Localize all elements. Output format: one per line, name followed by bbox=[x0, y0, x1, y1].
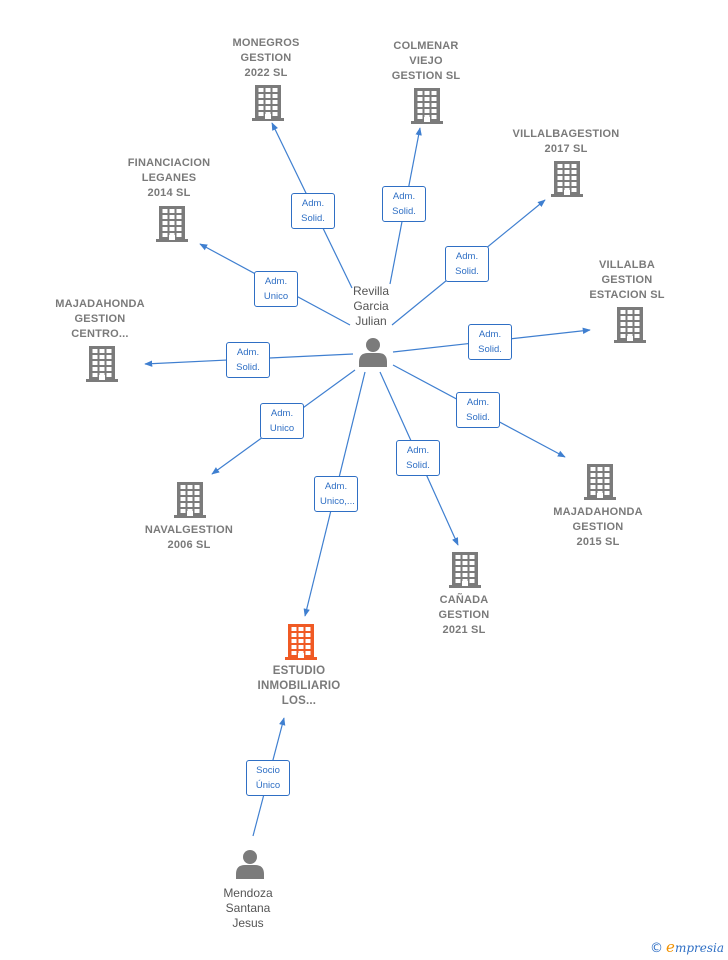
building-icon[interactable] bbox=[613, 307, 647, 348]
company-label-line: LEGANES bbox=[141, 172, 197, 184]
company-label-line: CENTRO... bbox=[71, 328, 129, 340]
person-label-line: Revilla bbox=[352, 284, 389, 298]
company-label-line: GESTION bbox=[240, 52, 292, 64]
relation-label-line: Adm. bbox=[324, 481, 348, 492]
relation-label-line: Solid. bbox=[455, 266, 479, 277]
relation-label-line: Adm. bbox=[301, 198, 325, 209]
company-label-line: GESTION bbox=[74, 313, 126, 325]
person-label-line: Santana bbox=[225, 901, 271, 915]
relation-label-line: Adm. bbox=[270, 408, 294, 419]
relation-label-line: Único bbox=[255, 780, 281, 791]
relation-label[interactable]: Adm. Solid. bbox=[291, 193, 335, 229]
relation-label[interactable]: Adm. Solid. bbox=[396, 440, 440, 476]
relation-label[interactable]: Adm. Solid. bbox=[382, 186, 426, 222]
relation-label-line: Solid. bbox=[478, 344, 502, 355]
company-label-line: VILLALBAGESTION bbox=[512, 128, 620, 140]
company-label-line: VILLALBA bbox=[599, 259, 655, 271]
relation-label-line: Adm. bbox=[264, 276, 288, 287]
building-icon[interactable] bbox=[550, 161, 584, 202]
relation-label-line: Adm. bbox=[392, 191, 416, 202]
company-label-line: MONEGROS bbox=[232, 37, 300, 49]
company-label-line: VIEJO bbox=[409, 55, 443, 67]
relation-label-line: Adm. bbox=[406, 445, 430, 456]
person-label-line: Mendoza bbox=[223, 886, 273, 900]
company-label-villalbagestion[interactable]: VILLALBAGESTION 2017 SL bbox=[491, 127, 641, 157]
relation-label[interactable]: Adm. Unico,... bbox=[314, 476, 358, 512]
empresia-logo: ©empresia bbox=[650, 938, 724, 956]
brand-name: mpresia bbox=[674, 941, 724, 955]
company-label-line: INMOBILIARIO bbox=[257, 680, 341, 692]
building-icon[interactable] bbox=[85, 346, 119, 387]
company-label-line: 2015 SL bbox=[576, 536, 620, 548]
company-label-estudio[interactable]: ESTUDIO INMOBILIARIO LOS... bbox=[224, 664, 374, 709]
relation-label[interactable]: Adm. Solid. bbox=[456, 392, 500, 428]
company-label-line: MAJADAHONDA bbox=[55, 298, 145, 310]
company-label-majadahonda-2015[interactable]: MAJADAHONDA GESTION 2015 SL bbox=[523, 505, 673, 550]
relation-label[interactable]: Adm. Unico bbox=[254, 271, 298, 307]
copyright-symbol: © bbox=[650, 941, 664, 956]
company-label-line: 2014 SL bbox=[147, 187, 191, 199]
company-label-line: 2017 SL bbox=[544, 143, 588, 155]
person-icon[interactable] bbox=[235, 849, 265, 884]
company-label-line: 2021 SL bbox=[442, 624, 486, 636]
relation-label-line: Adm. bbox=[466, 397, 490, 408]
company-label-financiacion[interactable]: FINANCIACION LEGANES 2014 SL bbox=[94, 156, 244, 201]
company-label-line: GESTION SL bbox=[391, 70, 461, 82]
company-label-line: COLMENAR bbox=[393, 40, 459, 52]
person-label-line: Garcia bbox=[353, 299, 389, 313]
relation-label-line: Solid. bbox=[236, 362, 260, 373]
relation-label-line: Solid. bbox=[301, 213, 325, 224]
company-label-villalba-estacion[interactable]: VILLALBA GESTION ESTACION SL bbox=[552, 258, 702, 303]
company-label-line: 2006 SL bbox=[167, 539, 211, 551]
building-icon[interactable] bbox=[173, 482, 207, 523]
relation-label-line: Adm. bbox=[478, 329, 502, 340]
company-label-line: GESTION bbox=[601, 274, 653, 286]
building-icon[interactable] bbox=[448, 552, 482, 593]
company-label-line: FINANCIACION bbox=[127, 157, 211, 169]
company-label-line: ESTACION SL bbox=[589, 289, 665, 301]
relation-label[interactable]: Adm. Solid. bbox=[445, 246, 489, 282]
company-label-line: CAÑADA bbox=[439, 594, 489, 606]
company-label-line: NAVALGESTION bbox=[144, 524, 234, 536]
relation-label-line: Unico bbox=[269, 423, 295, 434]
person-icon[interactable] bbox=[358, 337, 388, 372]
company-label-line: ESTUDIO bbox=[272, 665, 326, 677]
company-label-line: GESTION bbox=[572, 521, 624, 533]
person-label-line: Jesus bbox=[232, 916, 264, 930]
company-label-colmenar[interactable]: COLMENAR VIEJO GESTION SL bbox=[351, 39, 501, 84]
relation-label-line: Unico bbox=[263, 291, 289, 302]
relation-label-line: Unico,... bbox=[320, 496, 355, 507]
person-label-line: Julian bbox=[355, 314, 387, 328]
company-label-canada[interactable]: CAÑADA GESTION 2021 SL bbox=[389, 593, 539, 638]
relation-label-line: Adm. bbox=[236, 347, 260, 358]
company-label-line: MAJADAHONDA bbox=[553, 506, 643, 518]
brand-initial: e bbox=[666, 938, 675, 956]
company-label-navalgestion[interactable]: NAVALGESTION 2006 SL bbox=[114, 523, 264, 553]
building-icon[interactable] bbox=[583, 464, 617, 505]
building-icon[interactable] bbox=[410, 88, 444, 129]
relation-label-line: Socio bbox=[256, 765, 280, 776]
building-icon[interactable] bbox=[284, 624, 318, 665]
relation-label[interactable]: Adm. Solid. bbox=[226, 342, 270, 378]
relation-label-line: Solid. bbox=[466, 412, 490, 423]
company-label-monegros[interactable]: MONEGROS GESTION 2022 SL bbox=[191, 36, 341, 81]
company-label-majadahonda-centro[interactable]: MAJADAHONDA GESTION CENTRO... bbox=[25, 297, 175, 342]
relation-label[interactable]: Adm. Solid. bbox=[468, 324, 512, 360]
company-label-line: GESTION bbox=[438, 609, 490, 621]
building-icon[interactable] bbox=[251, 85, 285, 126]
relation-label-line: Adm. bbox=[455, 251, 479, 262]
company-label-line: 2022 SL bbox=[244, 67, 288, 79]
company-label-line: LOS... bbox=[281, 695, 317, 707]
relation-label-line: Solid. bbox=[392, 206, 416, 217]
relation-label[interactable]: Adm. Unico bbox=[260, 403, 304, 439]
relation-label-line: Solid. bbox=[406, 460, 430, 471]
building-icon[interactable] bbox=[155, 206, 189, 247]
